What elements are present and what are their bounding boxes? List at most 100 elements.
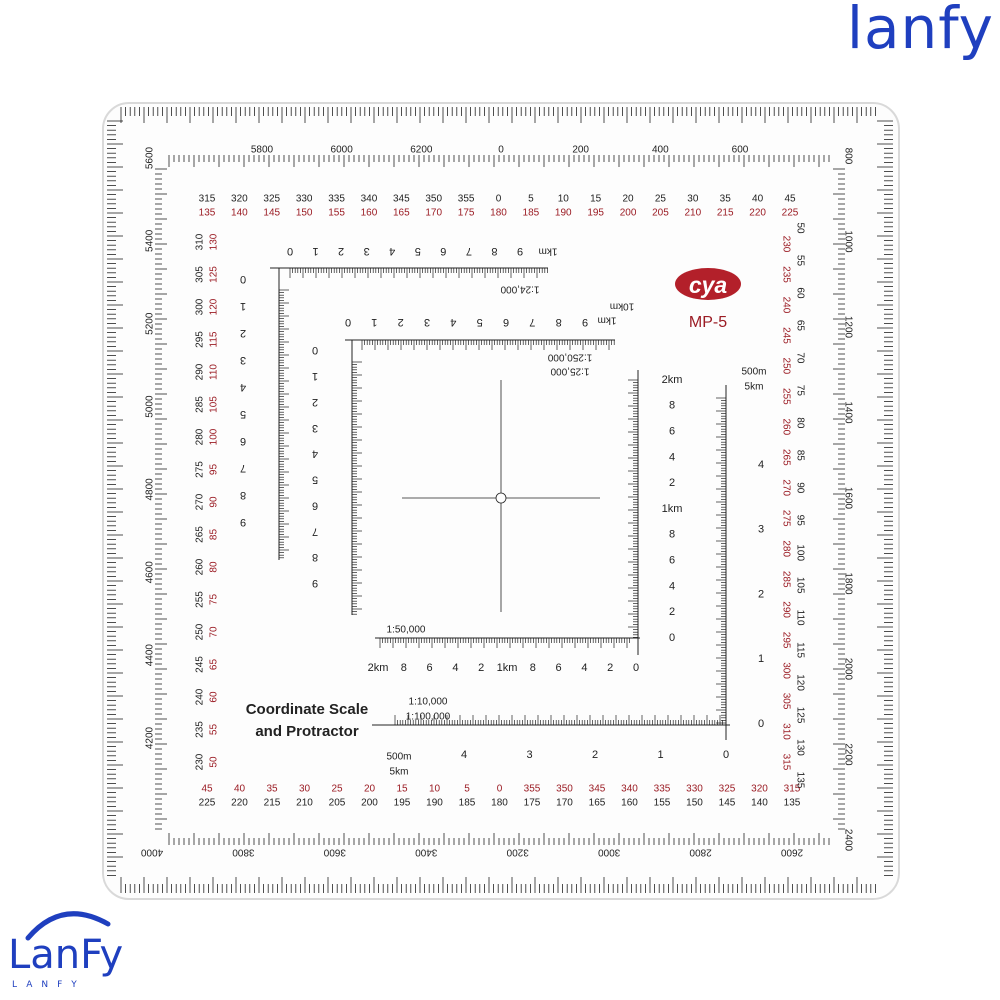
- scale-24k-left-number: 7: [240, 462, 246, 474]
- swoosh-icon: [25, 911, 111, 941]
- scale-25k-left-number: 5: [312, 474, 318, 486]
- outer-tick-ring: [107, 107, 893, 893]
- scale-50k-right-number: 0: [669, 632, 675, 644]
- scale-50k-bottom-number: 2: [478, 662, 484, 674]
- scale-100k-unit-right-a: 500m: [741, 367, 766, 378]
- degree-label-top-red: 220: [749, 208, 766, 219]
- scale-100k-label-b: 1:100,000: [406, 712, 451, 723]
- degree-label-bottom-red: 325: [719, 784, 736, 795]
- scale-24k-top-number: 1: [312, 245, 318, 257]
- degree-label-left-red: 60: [209, 691, 220, 703]
- mils-label-left: 5600: [145, 146, 156, 169]
- degree-label-left: 270: [195, 493, 206, 510]
- scale-50k-right-number: 2: [669, 606, 675, 618]
- degree-label-right: 110: [794, 610, 805, 626]
- degree-label-bottom-red: 315: [784, 784, 801, 795]
- degree-label-left-red: 115: [209, 331, 220, 347]
- scale-25k-left-number: 1: [312, 370, 318, 382]
- scale-24k-left-number: 6: [240, 435, 246, 447]
- degree-label-top: 45: [784, 194, 796, 205]
- degree-label-top: 320: [231, 194, 248, 205]
- scale-100k-bottom-number: 1: [657, 749, 663, 761]
- degree-label-bottom-red: 0: [497, 784, 503, 795]
- scale-50k-bottom-number: 2km: [368, 662, 389, 674]
- degree-label-bottom-red: 5: [464, 784, 470, 795]
- scale-24k-top-number: 6: [440, 245, 446, 257]
- degree-label-left-red: 85: [209, 529, 220, 541]
- degree-label-right-red: 310: [780, 723, 791, 740]
- mils-label-right: 1000: [842, 230, 853, 253]
- degree-label-right: 130: [794, 739, 805, 756]
- degree-label-left: 275: [195, 461, 206, 478]
- degree-label-top: 330: [296, 194, 313, 205]
- scale-25k-top-number: 0: [345, 316, 351, 328]
- scale-50k-right-number: 6: [669, 426, 675, 438]
- degree-label-right: 105: [794, 577, 805, 594]
- degree-label-top-red: 160: [361, 208, 378, 219]
- degree-label-top-red: 150: [296, 208, 313, 219]
- scale-50k-bottom-number: 8: [401, 662, 407, 674]
- degree-label-left-red: 110: [209, 364, 220, 380]
- degree-label-top: 40: [752, 194, 764, 205]
- degree-label-top-red: 215: [717, 208, 734, 219]
- scale-25k-top-number: 8: [556, 316, 562, 328]
- mils-label-left: 5400: [145, 229, 156, 252]
- scale-50k-label: 1:50,000: [387, 625, 426, 636]
- scale-100k-right-number: 3: [758, 524, 764, 536]
- degree-label-right-red: 315: [780, 754, 791, 771]
- degree-label-left-red: 75: [209, 594, 220, 606]
- degree-label-left: 310: [195, 233, 206, 250]
- mils-label-top: 6000: [331, 145, 354, 156]
- degree-label-top: 10: [558, 194, 570, 205]
- mils-label-bottom: 3200: [506, 846, 529, 857]
- title-line-1: Coordinate Scale: [246, 701, 369, 718]
- scale-24k-top-number: 4: [389, 245, 395, 257]
- degree-label-right-red: 305: [780, 693, 791, 710]
- scale-25k-top-number: 3: [424, 316, 430, 328]
- scale-50k-right-number: 4: [669, 451, 675, 463]
- scale-24k-left-number: 4: [240, 381, 246, 393]
- degree-label-right-red: 285: [780, 571, 791, 588]
- scale-25k-label-b: 1:25,000: [550, 365, 589, 376]
- degree-label-top: 340: [361, 194, 378, 205]
- degree-label-right: 100: [794, 544, 805, 561]
- scale-24k-left-number: 8: [240, 489, 246, 501]
- degree-label-right: 75: [794, 385, 805, 397]
- scale-100k-bottom-number: 2: [592, 749, 598, 761]
- degree-label-top: 35: [720, 194, 732, 205]
- scale-24k-left-number: 2: [240, 327, 246, 339]
- degree-label-right-red: 230: [780, 236, 791, 253]
- scale-50k-bottom-number: 6: [556, 662, 562, 674]
- degree-label-bottom: 155: [654, 798, 671, 809]
- title-block: Coordinate Scale and Protractor: [246, 701, 369, 740]
- degree-label-bottom: 135: [784, 798, 801, 809]
- degree-label-right: 135: [794, 772, 805, 789]
- mils-label-top: 600: [732, 145, 749, 156]
- scale-25k-top-number: 1: [371, 316, 377, 328]
- mils-label-top: 6200: [410, 145, 433, 156]
- scale-100k-label-a: 1:10,000: [409, 697, 448, 708]
- degree-label-top: 350: [425, 194, 442, 205]
- degree-label-bottom-red: 350: [556, 784, 573, 795]
- degree-label-bottom: 175: [524, 798, 541, 809]
- degree-label-right: 95: [794, 515, 805, 527]
- scale-25k-top-number: 4: [450, 316, 456, 328]
- degree-label-bottom: 220: [231, 798, 248, 809]
- degree-label-bottom-red: 15: [396, 784, 408, 795]
- degree-label-top-red: 190: [555, 208, 572, 219]
- scale-25k-left-number: 6: [312, 499, 318, 511]
- degree-label-left-red: 65: [209, 659, 220, 671]
- degree-label-top-red: 170: [425, 208, 442, 219]
- degree-label-top-red: 195: [587, 208, 604, 219]
- mils-label-left: 5200: [145, 312, 156, 335]
- scale-25k-left-number: 4: [312, 448, 318, 460]
- degree-label-right-red: 275: [780, 510, 791, 527]
- mils-label-bottom: 2600: [780, 846, 803, 857]
- mils-label-right: 1800: [842, 572, 853, 595]
- mils-label-bottom: 3400: [415, 846, 438, 857]
- degree-label-top-red: 180: [490, 208, 507, 219]
- degree-label-right: 60: [794, 287, 805, 299]
- scale-100k-unit-a: 500m: [386, 752, 411, 763]
- degree-label-right-red: 255: [780, 388, 791, 405]
